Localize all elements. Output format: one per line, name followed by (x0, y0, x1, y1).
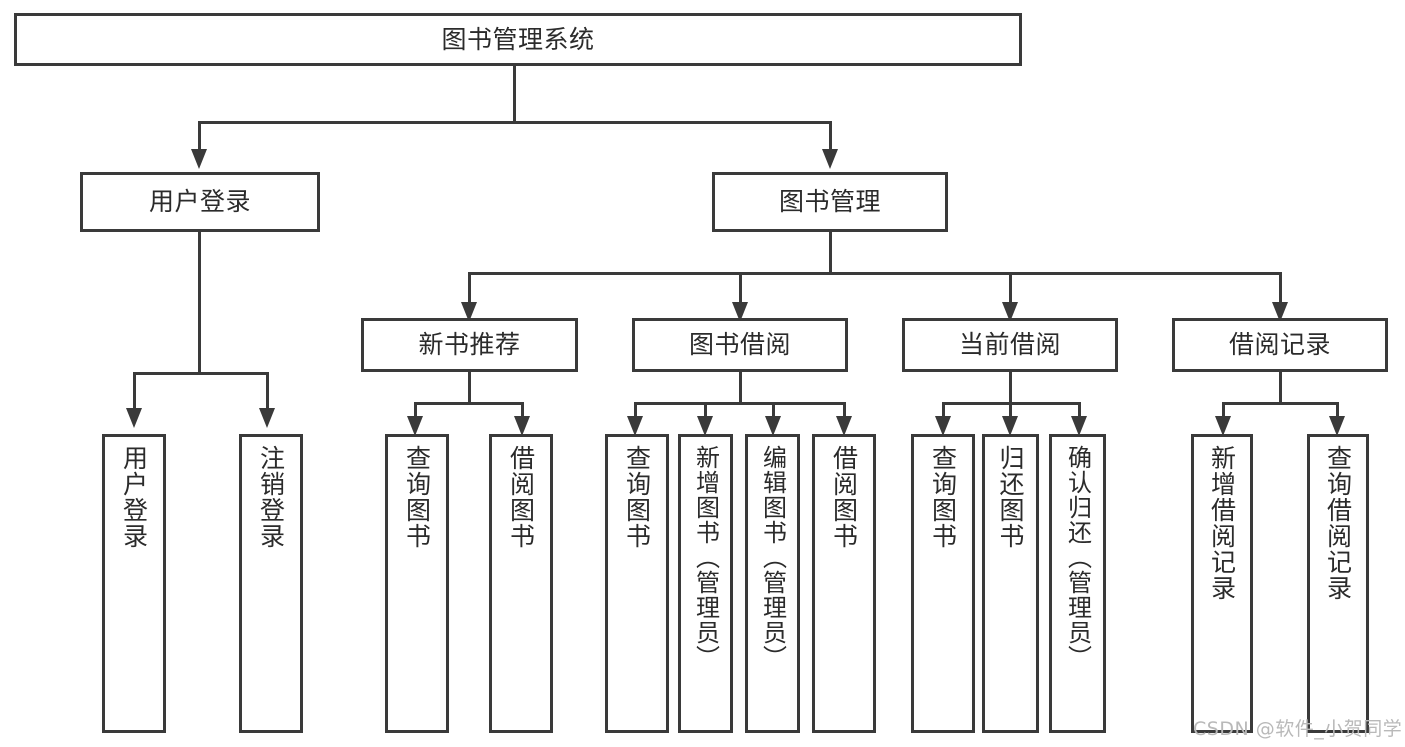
node-label: 借阅图书 (829, 445, 859, 549)
leaf-edit-book[interactable]: 编辑图书（管理员） (745, 434, 800, 733)
node-label: 借阅图书 (506, 445, 536, 549)
node-label: 图书管理系统 (441, 24, 595, 54)
connector-drop-leaf-user-login (133, 372, 136, 410)
arrowhead-edit-book (765, 416, 781, 436)
connector-drop-borrow-record (1279, 272, 1282, 304)
connector-current-borrow-stem (1009, 372, 1012, 404)
arrowhead-confirm-return (1071, 416, 1087, 436)
node-label: 用户登录 (148, 187, 251, 216)
node-label: 当前借阅 (958, 330, 1061, 359)
leaf-query-book-1[interactable]: 查询图书 (385, 434, 449, 733)
arrowhead-borrow-record (1272, 302, 1288, 322)
arrowhead-new-book-recommend (461, 302, 477, 322)
connector-level2-bus (198, 121, 832, 124)
node-label: 新增图书（管理员） (691, 445, 720, 670)
connector-book-borrow-stem (739, 372, 742, 404)
node-borrow-record[interactable]: 借阅记录 (1172, 318, 1388, 372)
connector-drop-borrow-book-2 (843, 402, 846, 420)
connector-drop-confirm-return (1078, 402, 1081, 420)
connector-drop-book-borrow (739, 272, 742, 304)
arrowhead-user-login (191, 149, 207, 169)
arrowhead-borrow-book-1 (514, 416, 530, 436)
arrowhead-leaf-user-login (126, 408, 142, 428)
arrowhead-query-book-3 (935, 416, 951, 436)
node-label: 编辑图书（管理员） (758, 445, 787, 670)
connector-user-login-stem (198, 232, 201, 374)
node-root-book-management-system[interactable]: 图书管理系统 (14, 13, 1022, 66)
node-label: 图书管理 (778, 187, 881, 216)
connector-drop-query-book-1 (414, 402, 417, 420)
node-book-management[interactable]: 图书管理 (712, 172, 948, 232)
leaf-return-book[interactable]: 归还图书 (982, 434, 1039, 733)
node-book-borrow[interactable]: 图书借阅 (632, 318, 848, 372)
connector-new-book-recommend-bus (414, 402, 524, 405)
connector-new-book-recommend-stem (468, 372, 471, 404)
arrowhead-query-book-2 (627, 416, 643, 436)
connector-root-stem (513, 66, 516, 123)
node-label: 查询借阅记录 (1323, 445, 1353, 601)
arrowhead-query-book-1 (407, 416, 423, 436)
node-label: 新书推荐 (418, 330, 521, 359)
connector-borrow-record-stem (1279, 372, 1282, 404)
leaf-query-book-3[interactable]: 查询图书 (911, 434, 975, 733)
leaf-borrow-book-2[interactable]: 借阅图书 (812, 434, 876, 733)
connector-drop-return-book (1009, 402, 1012, 420)
leaf-add-record[interactable]: 新增借阅记录 (1191, 434, 1253, 733)
arrowhead-return-book (1002, 416, 1018, 436)
arrowhead-borrow-book-2 (836, 416, 852, 436)
leaf-add-book[interactable]: 新增图书（管理员） (678, 434, 733, 733)
leaf-query-book-2[interactable]: 查询图书 (605, 434, 669, 733)
connector-book-management-stem (829, 232, 832, 274)
arrowhead-book-borrow (732, 302, 748, 322)
connector-drop-query-book-3 (942, 402, 945, 420)
connector-book-borrow-bus (634, 402, 846, 405)
connector-drop-query-book-2 (634, 402, 637, 420)
leaf-borrow-book-1[interactable]: 借阅图书 (489, 434, 553, 733)
connector-user-login-bus (133, 372, 268, 375)
arrowhead-current-borrow (1002, 302, 1018, 322)
leaf-user-login[interactable]: 用户登录 (102, 434, 166, 733)
connector-drop-add-record (1222, 402, 1225, 420)
arrowhead-add-book (697, 416, 713, 436)
node-label: 查询图书 (622, 445, 652, 549)
node-label: 图书借阅 (688, 330, 791, 359)
connector-drop-user-login (198, 121, 201, 151)
node-label: 查询图书 (402, 445, 432, 549)
leaf-confirm-return[interactable]: 确认归还（管理员） (1049, 434, 1106, 733)
node-new-book-recommend[interactable]: 新书推荐 (361, 318, 578, 372)
leaf-user-logout[interactable]: 注销登录 (239, 434, 303, 733)
connector-drop-borrow-book-1 (521, 402, 524, 420)
node-label: 新增借阅记录 (1207, 445, 1237, 601)
connector-drop-new-book-recommend (468, 272, 471, 304)
connector-drop-book-management (829, 121, 832, 151)
connector-level3-bus (468, 272, 1282, 275)
node-label: 注销登录 (256, 445, 286, 549)
node-user-login[interactable]: 用户登录 (80, 172, 320, 232)
connector-drop-current-borrow (1009, 272, 1012, 304)
arrowhead-query-record (1329, 416, 1345, 436)
connector-borrow-record-bus (1222, 402, 1339, 405)
node-label: 确认归还（管理员） (1063, 445, 1092, 670)
node-label: 用户登录 (119, 445, 149, 549)
connector-drop-query-record (1336, 402, 1339, 420)
arrowhead-book-management (822, 149, 838, 169)
arrowhead-leaf-user-logout (259, 408, 275, 428)
connector-drop-add-book (704, 402, 707, 420)
node-label: 归还图书 (996, 445, 1025, 549)
node-label: 查询图书 (928, 445, 958, 549)
connector-drop-edit-book (772, 402, 775, 420)
connector-drop-leaf-user-logout (266, 372, 269, 410)
arrowhead-add-record (1215, 416, 1231, 436)
node-label: 借阅记录 (1228, 330, 1331, 359)
leaf-query-record[interactable]: 查询借阅记录 (1307, 434, 1369, 733)
node-current-borrow[interactable]: 当前借阅 (902, 318, 1118, 372)
